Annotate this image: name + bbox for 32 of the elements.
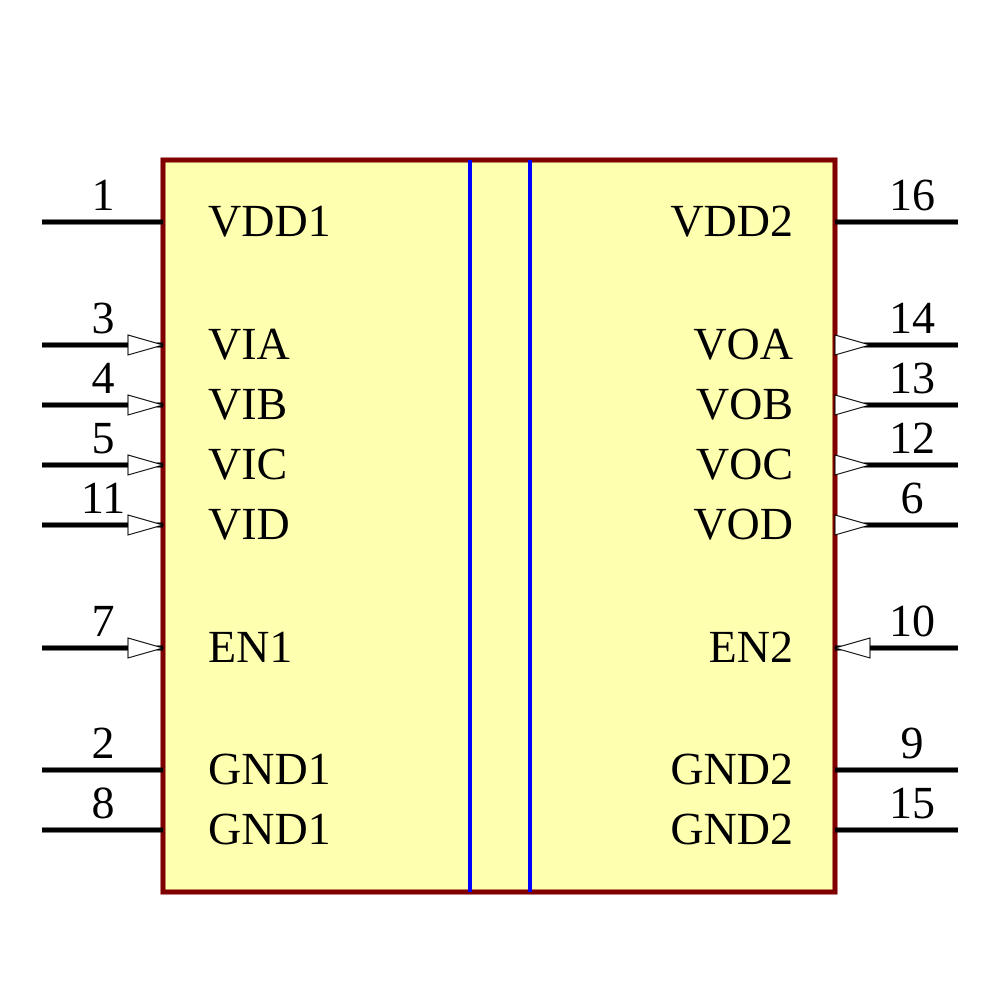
pin-name: VOB (696, 381, 793, 427)
pin-name: VOA (693, 321, 793, 367)
pin-number: 5 (92, 415, 114, 461)
pin-name: GND2 (670, 806, 793, 852)
pin-name: EN1 (208, 624, 292, 670)
pin-name: VOD (693, 501, 793, 547)
pin-number: 11 (80, 475, 126, 521)
pin-name: VIA (208, 321, 290, 367)
pin-number: 4 (92, 355, 114, 401)
pin-name: GND2 (670, 746, 793, 792)
pin-number: 7 (92, 598, 114, 644)
pin-name: VDD1 (208, 198, 331, 244)
pin-number: 12 (889, 415, 935, 461)
pin-number: 10 (889, 598, 935, 644)
pin-number: 9 (900, 720, 924, 766)
pin-name: VIC (208, 441, 288, 487)
pin-number: 8 (92, 780, 114, 826)
pin-number: 1 (92, 172, 114, 218)
pin-name: VIB (208, 381, 288, 427)
pin-number: 6 (900, 475, 924, 521)
pin-number: 2 (92, 720, 114, 766)
pin-number: 3 (92, 295, 114, 341)
pin-name: EN2 (708, 624, 793, 670)
pin-name: VDD2 (670, 198, 793, 244)
pin-name: VOC (696, 441, 793, 487)
pin-number: 14 (889, 295, 935, 341)
pin-name: GND1 (208, 806, 331, 852)
pin-number: 15 (889, 780, 935, 826)
pin-number: 13 (889, 355, 935, 401)
pin-number: 16 (889, 172, 935, 218)
pin-name: GND1 (208, 746, 331, 792)
pin-name: VID (208, 501, 290, 547)
